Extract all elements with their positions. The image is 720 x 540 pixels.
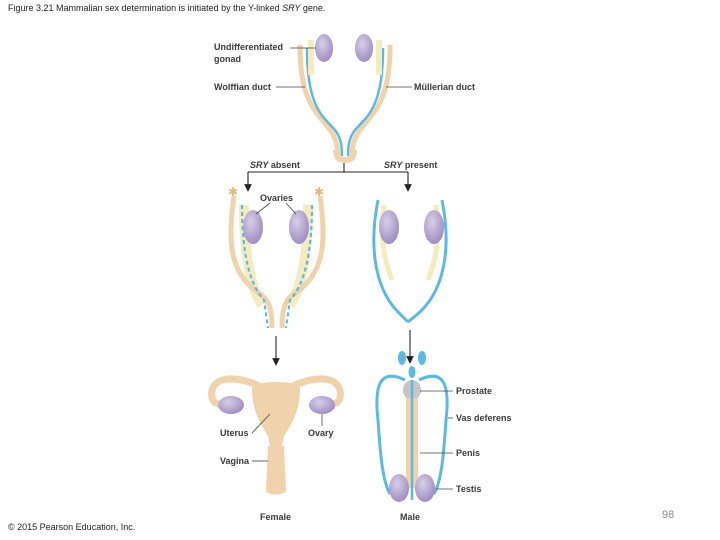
adult-ovary-right [309,396,335,414]
label-testis: Testis [456,484,481,494]
undifferentiated-gonad-right [355,34,373,62]
adult-female-tract [208,375,344,495]
sry-branch: SRY absent SRY present [244,160,437,192]
developing-ovary-left [243,210,263,244]
top-labels: Undifferentiated gonad Wolffian duct Mül… [214,42,475,92]
label-vagina: Vagina [220,456,250,466]
adult-testis-right [415,474,435,502]
developing-ovary-right [289,210,309,244]
label-ovary: Ovary [308,428,334,438]
female-developing-stage: ✱ ✱ Ovaries [228,185,326,329]
label-undifferentiated-line2: gonad [214,54,241,64]
label-female: Female [260,512,291,522]
page-number: 98 [662,509,675,521]
label-vas-deferens: Vas deferens [456,413,512,423]
bottom-labels: Prostate Vas deferens Uterus Ovary Penis… [220,386,512,522]
adult-male-tract [375,351,449,502]
undifferentiated-stage [297,34,393,164]
label-penis: Penis [456,448,480,458]
developing-testis-right [424,210,444,244]
male-developing-stage [372,199,448,324]
label-male: Male [400,512,420,522]
label-prostate: Prostate [456,386,492,396]
copyright-notice: © 2015 Pearson Education, Inc. [8,522,136,532]
label-uterus: Uterus [220,428,249,438]
label-sry-present: SRY present [384,160,437,170]
label-ovaries: Ovaries [260,193,293,203]
figure-caption: Figure 3.21 Mammalian sex determination … [8,3,326,13]
label-mullerian-duct: Müllerian duct [414,82,475,92]
svg-text:✱: ✱ [314,185,324,199]
developing-testis-left [379,210,399,244]
undifferentiated-gonad-left [315,34,333,62]
adult-testis-left [389,474,409,502]
label-undifferentiated-line1: Undifferentiated [214,42,283,52]
adult-ovary-left [218,396,244,414]
svg-text:✱: ✱ [228,185,238,199]
label-wolffian-duct: Wolffian duct [214,82,271,92]
label-sry-absent: SRY absent [250,160,300,170]
